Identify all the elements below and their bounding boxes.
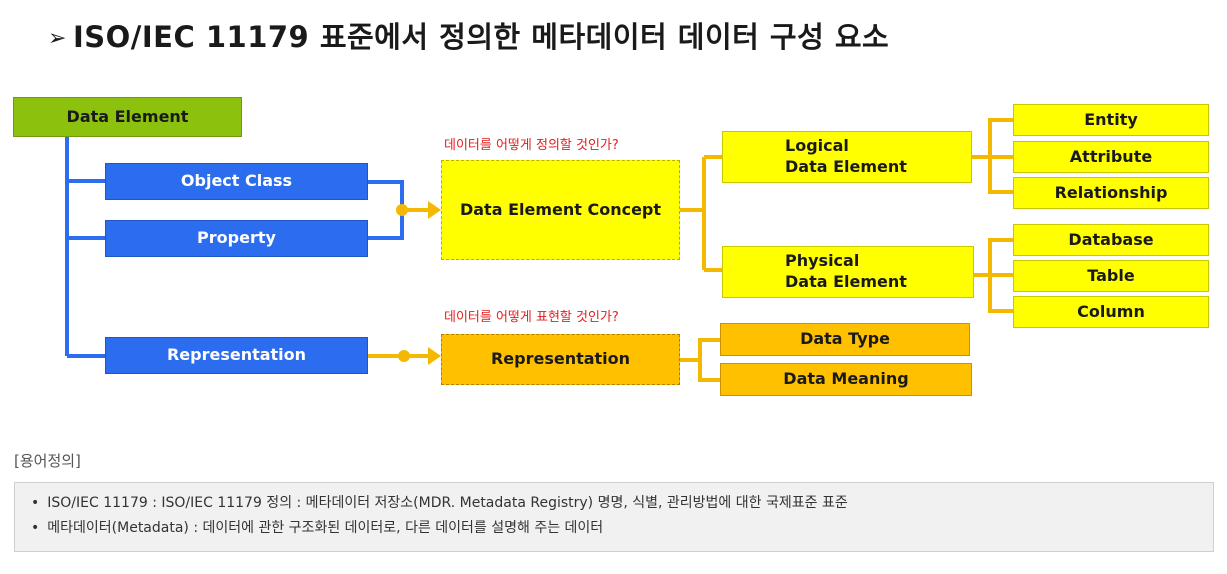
attribute-box: Attribute <box>1013 141 1209 173</box>
physical-line-1: Physical <box>785 251 860 271</box>
physical-data-element-box: Physical Data Element <box>722 246 974 298</box>
logical-line-2: Data Element <box>785 157 907 176</box>
arrow-right-icon <box>428 347 441 365</box>
bullet-icon: • <box>31 520 40 536</box>
logical-line-1: Logical <box>785 136 849 156</box>
table-box: Table <box>1013 260 1209 292</box>
physical-line-2: Data Element <box>785 272 907 291</box>
representation-mid-box: Representation <box>441 334 680 385</box>
data-element-box: Data Element <box>13 97 242 137</box>
arrow-right-icon <box>428 201 441 219</box>
data-type-box: Data Type <box>720 323 970 356</box>
page-title-text: ISO/IEC 11179 표준에서 정의한 메타데이터 데이터 구성 요소 <box>72 20 890 54</box>
connector-dots <box>396 204 410 362</box>
question-define: 데이터를 어떻게 정의할 것인가? <box>444 138 619 153</box>
data-element-concept-box: Data Element Concept <box>441 160 680 260</box>
terms-label: [용어정의] <box>14 452 81 470</box>
logical-data-element-box: Logical Data Element <box>722 131 972 183</box>
database-box: Database <box>1013 224 1209 256</box>
junction-dot <box>396 204 408 216</box>
definitions-box: • ISO/IEC 11179 : ISO/IEC 11179 정의 : 메타데이… <box>14 482 1214 552</box>
entity-box: Entity <box>1013 104 1209 136</box>
question-represent: 데이터를 어떻게 표현할 것인가? <box>444 310 619 325</box>
data-meaning-box: Data Meaning <box>720 363 972 396</box>
page-title: ➢ISO/IEC 11179 표준에서 정의한 메타데이터 데이터 구성 요소 <box>48 14 889 56</box>
definition-text: ISO/IEC 11179 : ISO/IEC 11179 정의 : 메타데이터… <box>47 495 848 511</box>
arrow-bullet-icon: ➢ <box>48 26 67 51</box>
column-box: Column <box>1013 296 1209 328</box>
definition-text: 메타데이터(Metadata) : 데이터에 관한 구조화된 데이터로, 다른 … <box>47 520 604 536</box>
connector-arrowheads <box>428 201 441 365</box>
definition-item: • ISO/IEC 11179 : ISO/IEC 11179 정의 : 메타데이… <box>31 491 1213 516</box>
bullet-icon: • <box>31 495 40 511</box>
representation-left-box: Representation <box>105 337 368 374</box>
definition-item: • 메타데이터(Metadata) : 데이터에 관한 구조화된 데이터로, 다른… <box>31 516 1213 541</box>
property-box: Property <box>105 220 368 257</box>
relationship-box: Relationship <box>1013 177 1209 209</box>
object-class-box: Object Class <box>105 163 368 200</box>
junction-dot <box>398 350 410 362</box>
